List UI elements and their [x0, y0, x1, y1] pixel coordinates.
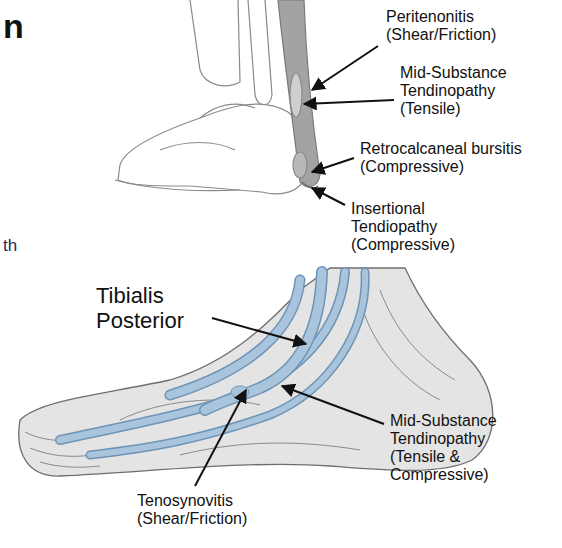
condition-label: Mid-Substance Tendinopathy — [390, 412, 508, 448]
condition-label: Peritenonitis — [386, 8, 474, 26]
mechanism-label: (Shear/Friction) — [137, 510, 247, 528]
mechanism-label: (Compressive) — [360, 158, 464, 176]
condition-label: Insertional Tendiopathy — [351, 200, 451, 236]
condition-label: Mid-Substance Tendinopathy — [400, 64, 518, 100]
text-fragment: th — [3, 236, 17, 256]
mechanism-label: (Tensile) — [400, 100, 460, 118]
ankle-illustration — [115, 0, 320, 194]
mechanism-label: (Compressive) — [351, 236, 455, 254]
condition-label: Retrocalcaneal bursitis — [360, 140, 522, 158]
mechanism-label: (Tensile & Compressive) — [390, 448, 502, 484]
title-fragment: n — [3, 6, 24, 46]
leader-arrows — [195, 46, 394, 486]
mechanism-label: (Shear/Friction) — [386, 26, 496, 44]
condition-label: Tenosynovitis — [137, 492, 233, 510]
tendon-label: Tibialis Posterior — [96, 283, 226, 333]
